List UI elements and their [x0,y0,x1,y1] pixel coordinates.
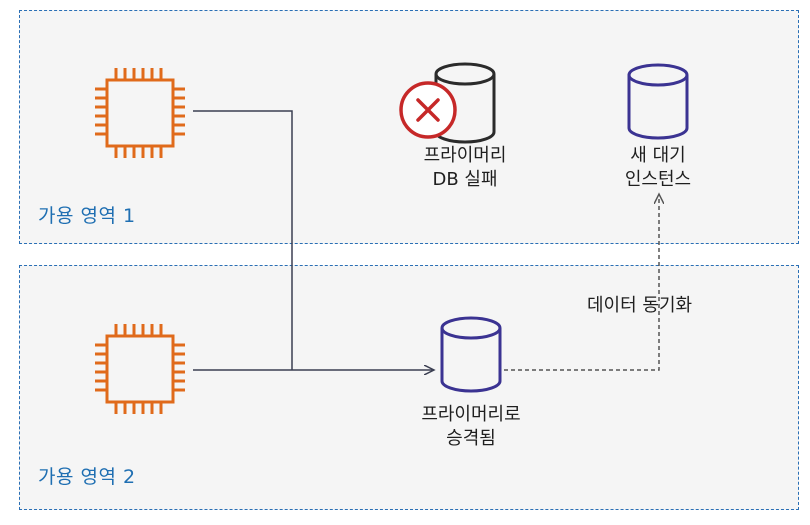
failed-primary-line1: 프라이머리 [423,145,507,166]
new-standby-caption: 새 대기 인스턴스 [583,144,733,192]
database-icon [440,316,502,393]
database-icon [627,63,689,140]
compute-instance-icon [95,324,185,414]
zone-2-label: 가용 영역 2 [38,466,136,488]
compute-instance-icon [95,68,185,158]
zone-1-label: 가용 영역 1 [38,205,136,227]
connector-line [193,110,293,370]
promoted-primary-caption: 프라이머리로 승격됨 [396,403,546,451]
failed-primary-caption: 프라이머리 DB 실패 [390,144,540,192]
availability-zone-2: 가용 영역 2 [19,265,799,510]
new-standby-line1: 새 대기 [630,145,686,166]
failed-primary-line2: DB 실패 [432,169,498,190]
new-standby-line2: 인스턴스 [624,169,692,190]
promoted-primary-line1: 프라이머리로 [421,404,521,425]
sync-arrow [504,194,659,371]
promoted-primary-line2: 승격됨 [446,428,496,449]
sync-label: 데이터 동기화 [587,295,693,316]
failure-x-icon [399,81,457,139]
